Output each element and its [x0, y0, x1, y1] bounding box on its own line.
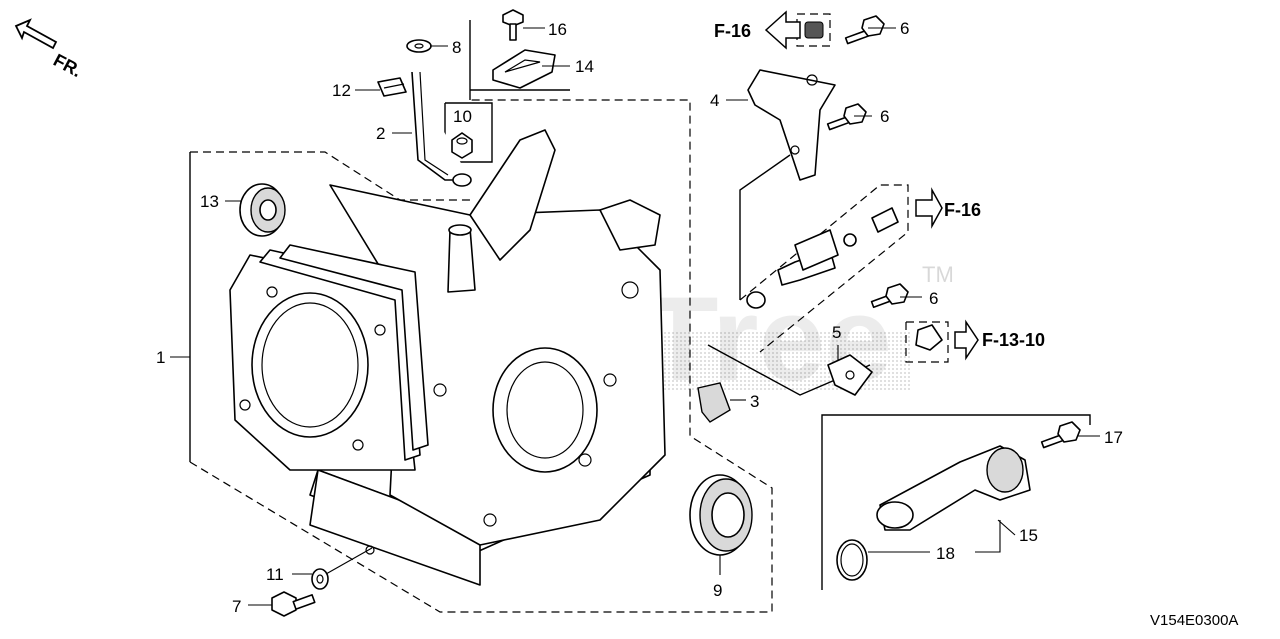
callout-13[interactable]: 13	[200, 192, 219, 211]
front-direction-arrow-icon: FR.	[14, 18, 85, 81]
bolt-17-part	[1040, 421, 1081, 449]
callout-10[interactable]: 10	[453, 107, 472, 126]
callout-8[interactable]: 8	[452, 38, 461, 57]
callout-2[interactable]: 2	[376, 124, 385, 143]
crankcase-cylinder-block	[229, 129, 666, 586]
bearing-part	[239, 183, 286, 237]
flange-bolt-lower	[870, 283, 909, 309]
callout-6-lower[interactable]: 6	[929, 289, 938, 308]
oil-filler-tube-part	[876, 445, 1031, 531]
callout-5[interactable]: 5	[832, 323, 841, 342]
switch-part	[915, 324, 943, 351]
rubber-block-part	[697, 382, 731, 423]
ref-arrow-f16-mid-icon	[915, 187, 943, 229]
o-ring-part	[836, 539, 868, 581]
nut-part	[451, 132, 473, 159]
callout-7[interactable]: 7	[232, 597, 241, 616]
ref-arrow-f13-10-icon	[954, 319, 979, 361]
flange-bolt-mid	[826, 103, 867, 131]
watermark-tm: TM	[922, 262, 954, 287]
callout-17[interactable]: 17	[1104, 428, 1123, 447]
clamp-part	[492, 49, 556, 89]
front-direction-label: FR.	[50, 50, 85, 81]
callout-12[interactable]: 12	[332, 81, 351, 100]
grommet-part	[804, 21, 824, 39]
plate-part	[827, 354, 873, 396]
ref-f13-10[interactable]: F-13-10	[982, 330, 1045, 350]
bolt-part	[502, 9, 524, 41]
leader-lines	[170, 27, 1100, 606]
washer-bottom-part	[311, 568, 329, 590]
callout-16[interactable]: 16	[548, 20, 567, 39]
assembly-outlines	[189, 13, 1091, 613]
ref-f16-top[interactable]: F-16	[714, 21, 751, 41]
callout-4[interactable]: 4	[710, 91, 719, 110]
callout-6-mid[interactable]: 6	[880, 107, 889, 126]
flange-bolt-top	[844, 15, 885, 45]
ref-arrow-f16-top-icon	[764, 10, 801, 50]
stud-assembly	[746, 207, 899, 309]
governor-rod	[411, 71, 472, 187]
callout-6-top[interactable]: 6	[900, 19, 909, 38]
callout-1[interactable]: 1	[156, 348, 165, 367]
callout-11[interactable]: 11	[266, 565, 284, 584]
ref-f16-mid[interactable]: F-16	[944, 200, 981, 220]
callout-18[interactable]: 18	[936, 544, 955, 563]
bolt-bottom-part	[271, 591, 316, 617]
callout-9[interactable]: 9	[713, 581, 722, 600]
callout-3[interactable]: 3	[750, 392, 759, 411]
clip-part	[377, 77, 407, 97]
callout-15[interactable]: 15	[1019, 526, 1038, 545]
oil-seal-part	[689, 474, 753, 556]
callout-14[interactable]: 14	[575, 57, 594, 76]
bracket-part	[747, 69, 836, 181]
washer-part	[406, 39, 432, 53]
image-code: V154E0300A	[1150, 612, 1238, 629]
